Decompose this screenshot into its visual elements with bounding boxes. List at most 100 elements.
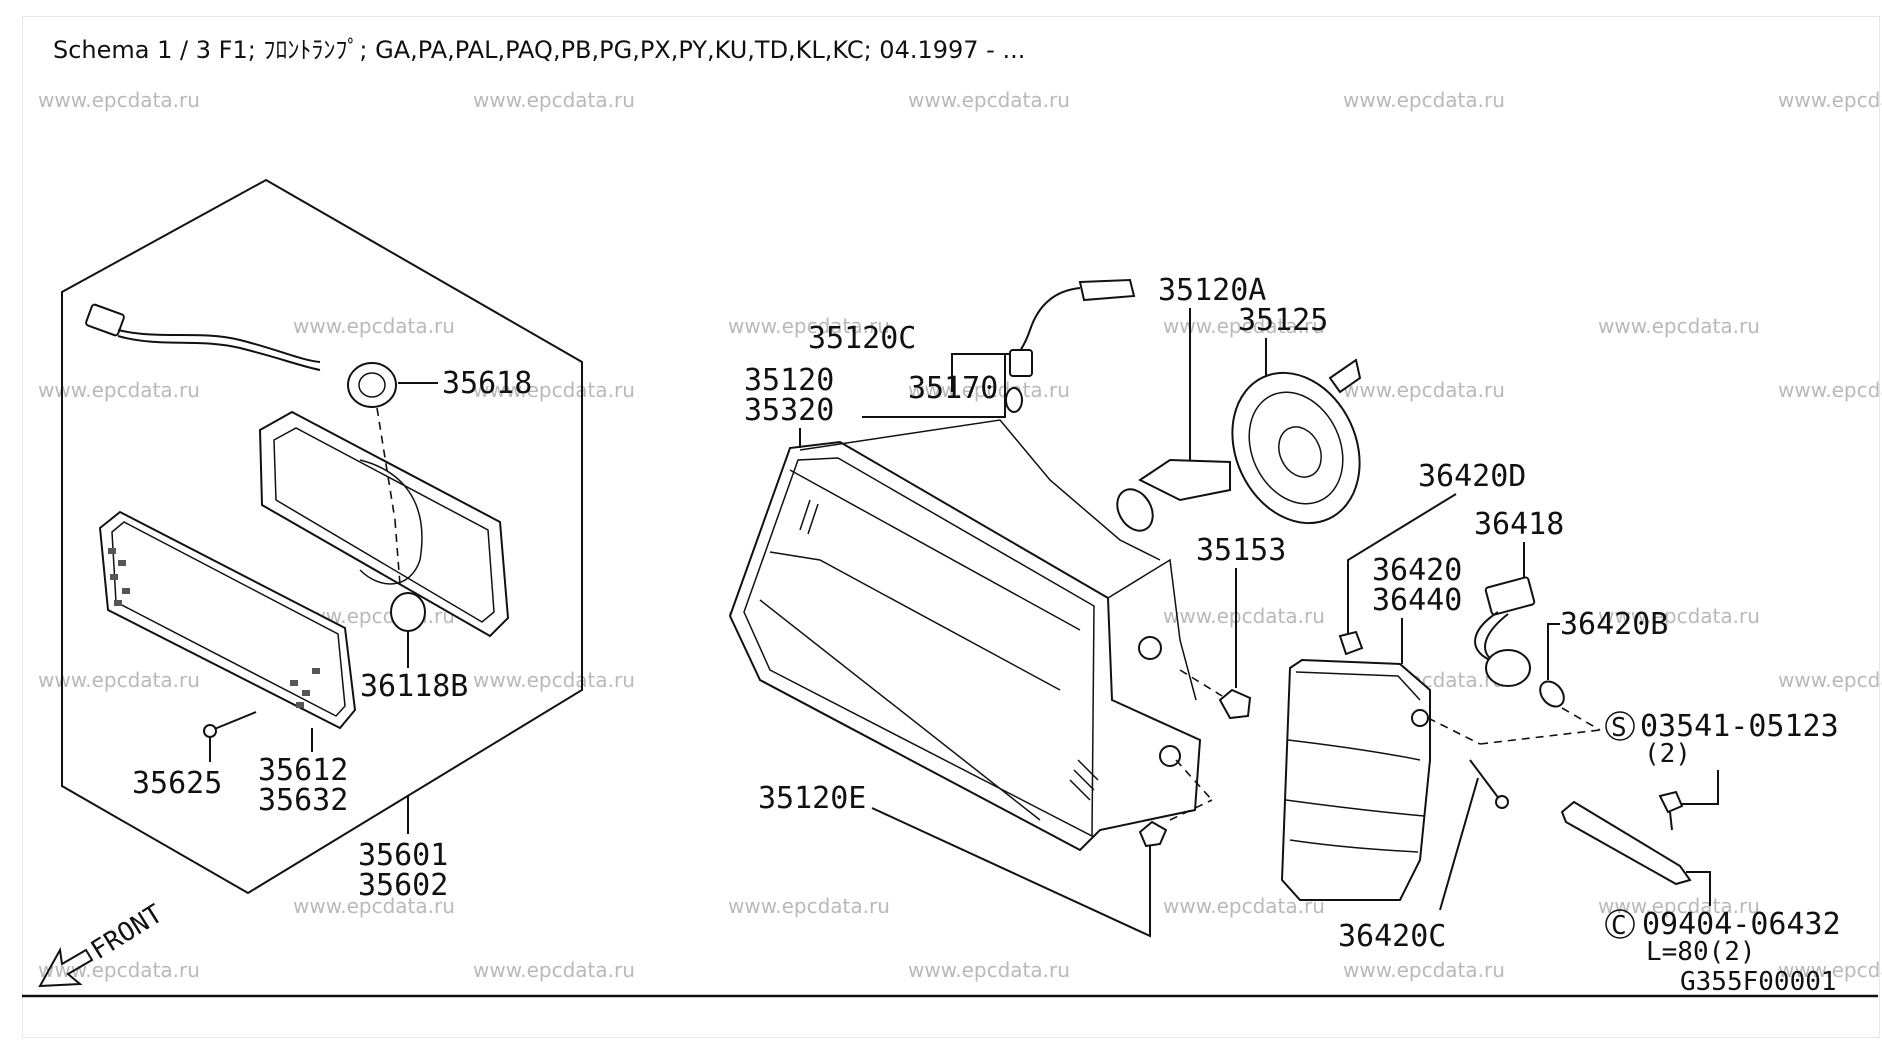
- part-number-35618: 35618: [442, 366, 532, 401]
- lens-facet-line: [759, 599, 1041, 821]
- retainer-clip: [1338, 630, 1364, 656]
- bulb-cap: [1231, 371, 1361, 525]
- leader-line: [871, 807, 1151, 938]
- fog-lamp-lens: [98, 510, 357, 730]
- turn-lamp-divider: [1287, 739, 1421, 761]
- leader-line: [1347, 493, 1457, 636]
- mounting-bolt: [1138, 820, 1168, 848]
- turn-lamp-divider: [1285, 799, 1425, 817]
- part-quantity-03541: (2): [1644, 739, 1691, 769]
- leader-line: [1686, 871, 1711, 906]
- watermark: www.epcdata.ru: [38, 378, 200, 402]
- watermark: www.epcdata.ru: [1778, 958, 1882, 982]
- bulb-socket: [347, 362, 397, 408]
- front-label: FRONT: [86, 899, 169, 966]
- turn-lamp-connector: [1484, 576, 1536, 616]
- assembly-axis: [376, 407, 396, 521]
- bulb-cap-tab: [1328, 358, 1362, 394]
- part-number-35602: 35602: [358, 868, 448, 903]
- page-title: Schema 1 / 3 F1; ﾌﾛﾝﾄﾗﾝﾌﾟ; GA,PA,PAL,PAQ…: [53, 36, 1026, 64]
- watermark: www.epcdata.ru: [1343, 958, 1505, 982]
- mount-bracket-hole: [1138, 636, 1162, 660]
- grommet: [1218, 688, 1252, 720]
- watermark: www.epcdata.ru: [473, 958, 635, 982]
- screw-shank: [1669, 811, 1673, 831]
- part-number-36118b: 36118B: [360, 669, 468, 704]
- clip-symbol-icon: [1605, 909, 1635, 939]
- watermark: www.epcdata.ru: [908, 88, 1070, 112]
- side-marker-wire: [1017, 287, 1081, 356]
- part-number-36420c: 36420C: [1338, 919, 1446, 954]
- part-number-35601: 35601: [358, 838, 448, 873]
- lens-texture: [108, 548, 320, 708]
- assembly-axis: [394, 519, 401, 586]
- watermark: www.epcdata.ru: [1598, 314, 1760, 338]
- part-number-36420: 36420: [1372, 553, 1462, 588]
- reflector-curve: [359, 459, 423, 585]
- fog-lamp-housing: [258, 410, 510, 638]
- wire-connector: [1078, 278, 1136, 302]
- front-arrow-icon: [38, 946, 94, 988]
- part-number-09404-06432: 09404-06432: [1642, 907, 1841, 942]
- watermark: www.epcdata.ru: [1343, 88, 1505, 112]
- part-number-35120: 35120: [744, 363, 834, 398]
- part-number-35120a: 35120A: [1158, 273, 1266, 308]
- housing-inner-edge: [273, 427, 495, 623]
- connector-plug: [85, 303, 125, 337]
- assembly-axis: [1175, 759, 1213, 801]
- part-number-36418: 36418: [1474, 507, 1564, 542]
- turn-lamp-top-edge: [1295, 671, 1421, 701]
- leader-line: [1680, 770, 1719, 805]
- screw-head: [203, 724, 217, 738]
- wire-harness: [117, 335, 321, 371]
- part-number-35120c: 35120C: [808, 321, 916, 356]
- watermark: www.epcdata.ru: [728, 314, 890, 338]
- leader-line: [951, 353, 1010, 392]
- turn-lamp-divider: [1289, 839, 1419, 853]
- part-number-03541-05123: 03541-05123: [1640, 709, 1839, 744]
- part-number-35632: 35632: [258, 783, 348, 818]
- turn-lamp-mount-hole: [1411, 709, 1429, 727]
- leader-line: [1439, 777, 1479, 911]
- screw-body: [1469, 759, 1501, 801]
- screw-symbol-icon: [1605, 711, 1635, 741]
- screw-symbol-letter: S: [1611, 713, 1627, 743]
- headlamp-lens-edge: [743, 457, 1095, 838]
- clip-symbol-letter: C: [1611, 911, 1627, 941]
- lens-facet-line: [769, 551, 1061, 691]
- lens-facet-line: [789, 469, 1081, 631]
- side-marker-socket: [1009, 349, 1033, 377]
- watermark: www.epcdata.ru: [1343, 378, 1505, 402]
- wire-harness: [117, 329, 321, 363]
- part-number-36420d: 36420D: [1418, 459, 1526, 494]
- watermark: www.epcdata.ru: [38, 668, 200, 692]
- headlamp-bulb-base: [1138, 458, 1231, 502]
- part-number-36440: 36440: [1372, 583, 1462, 618]
- leader-line: [1547, 623, 1560, 680]
- fog-lamp-assembly: 35618 36118B 35625: [61, 178, 583, 903]
- bulb-cap-center: [1278, 426, 1322, 478]
- watermark: www.epcdata.ru: [1598, 894, 1760, 918]
- diagram-frame: [22, 16, 1880, 1038]
- turn-lamp-socket: [1485, 649, 1531, 687]
- housing-side-line: [1107, 558, 1197, 701]
- mount-bracket-hole: [1159, 745, 1181, 767]
- housing-rear-line: [799, 419, 1161, 561]
- watermark: www.epcdata.ru: [38, 88, 200, 112]
- part-number-35170: 35170: [908, 371, 998, 406]
- headlamp-housing: [728, 440, 1202, 852]
- watermark: www.epcdata.ru: [908, 958, 1070, 982]
- turn-lamp-body: [1280, 658, 1431, 901]
- lamp-bracket: [1560, 800, 1692, 886]
- group-outline: [61, 178, 583, 895]
- screw-head: [1495, 795, 1509, 809]
- lens-texture: [799, 499, 1099, 801]
- part-number-35125: 35125: [1238, 303, 1328, 338]
- watermark: www.epcdata.ru: [293, 894, 455, 918]
- turn-lamp-bulb: [1539, 680, 1565, 708]
- diagram-code: G355F00001: [1680, 967, 1837, 997]
- part-number-35320: 35320: [744, 393, 834, 428]
- part-length-09404: L=80(2): [1646, 937, 1756, 967]
- watermark: www.epcdata.ru: [473, 668, 635, 692]
